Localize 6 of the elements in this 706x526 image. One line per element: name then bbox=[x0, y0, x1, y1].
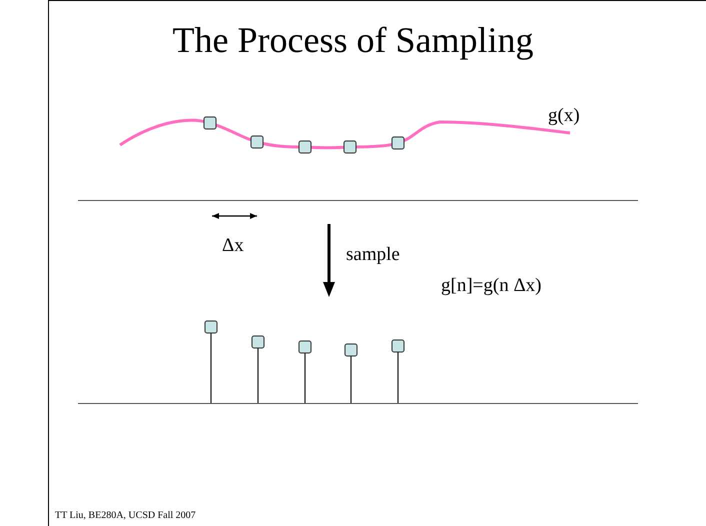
equation-label: g[n]=g(n Δx) bbox=[441, 276, 542, 295]
slide-title: The Process of Sampling bbox=[172, 22, 534, 58]
footer-text: TT Liu, BE280A, UCSD Fall 2007 bbox=[55, 511, 196, 521]
function-label: g(x) bbox=[548, 106, 580, 125]
arrow-label: sample bbox=[346, 245, 400, 264]
spacing-label: Δx bbox=[222, 236, 244, 255]
